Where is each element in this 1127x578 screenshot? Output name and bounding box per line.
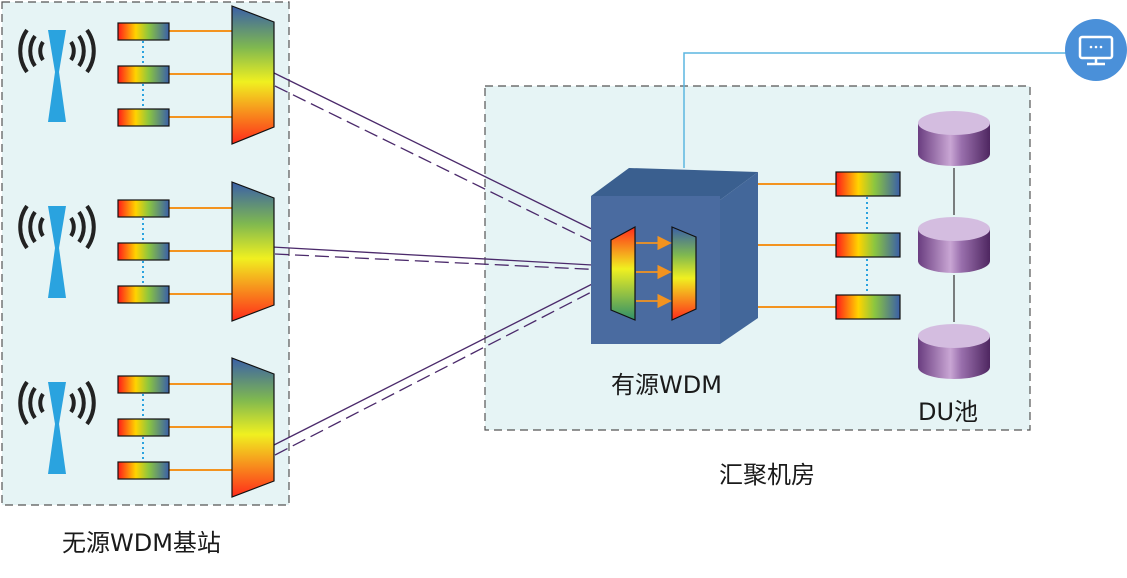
- monitor-icon[interactable]: [1065, 19, 1127, 81]
- du-pool: [918, 111, 990, 379]
- aggregation-room-label: 汇聚机房: [719, 461, 815, 489]
- optical-module-icon: [117, 199, 170, 218]
- optical-module-icon: [835, 171, 901, 197]
- optical-module-icon: [117, 65, 170, 84]
- optical-module-icon: [117, 242, 170, 261]
- optical-module-icon: [117, 375, 170, 394]
- antenna-tower-icon: [18, 380, 96, 474]
- base-station-2: [18, 181, 275, 322]
- wdm-mux-icon: [610, 225, 636, 321]
- du-pool-label: DU池: [918, 398, 979, 426]
- optical-module-icon: [117, 418, 170, 437]
- management-link: [683, 52, 1068, 168]
- wdm-mux-icon: [231, 357, 275, 498]
- passive-site-label: 无源WDM基站: [62, 529, 221, 557]
- wdm-mux-icon: [231, 181, 275, 322]
- active-wdm-label: 有源WDM: [611, 371, 722, 399]
- antenna-tower-icon: [18, 28, 96, 122]
- wdm-mux-icon: [231, 5, 275, 145]
- base-station-1: [18, 5, 275, 145]
- optical-module-icon: [835, 232, 901, 258]
- optical-module-icon: [117, 108, 170, 127]
- optical-module-icon: [835, 294, 901, 320]
- database-cylinder-icon: [918, 324, 990, 379]
- antenna-tower-icon: [18, 204, 96, 298]
- base-station-3: [18, 357, 275, 498]
- wdm-mux-icon: [671, 226, 697, 321]
- optical-module-icon: [117, 285, 170, 304]
- optical-module-icon: [117, 22, 170, 41]
- active-wdm-cube: [591, 168, 758, 344]
- database-cylinder-icon: [918, 111, 990, 166]
- fiber-links: [271, 71, 611, 456]
- database-cylinder-icon: [918, 217, 990, 273]
- room-modules: [758, 171, 901, 320]
- optical-module-icon: [117, 461, 170, 480]
